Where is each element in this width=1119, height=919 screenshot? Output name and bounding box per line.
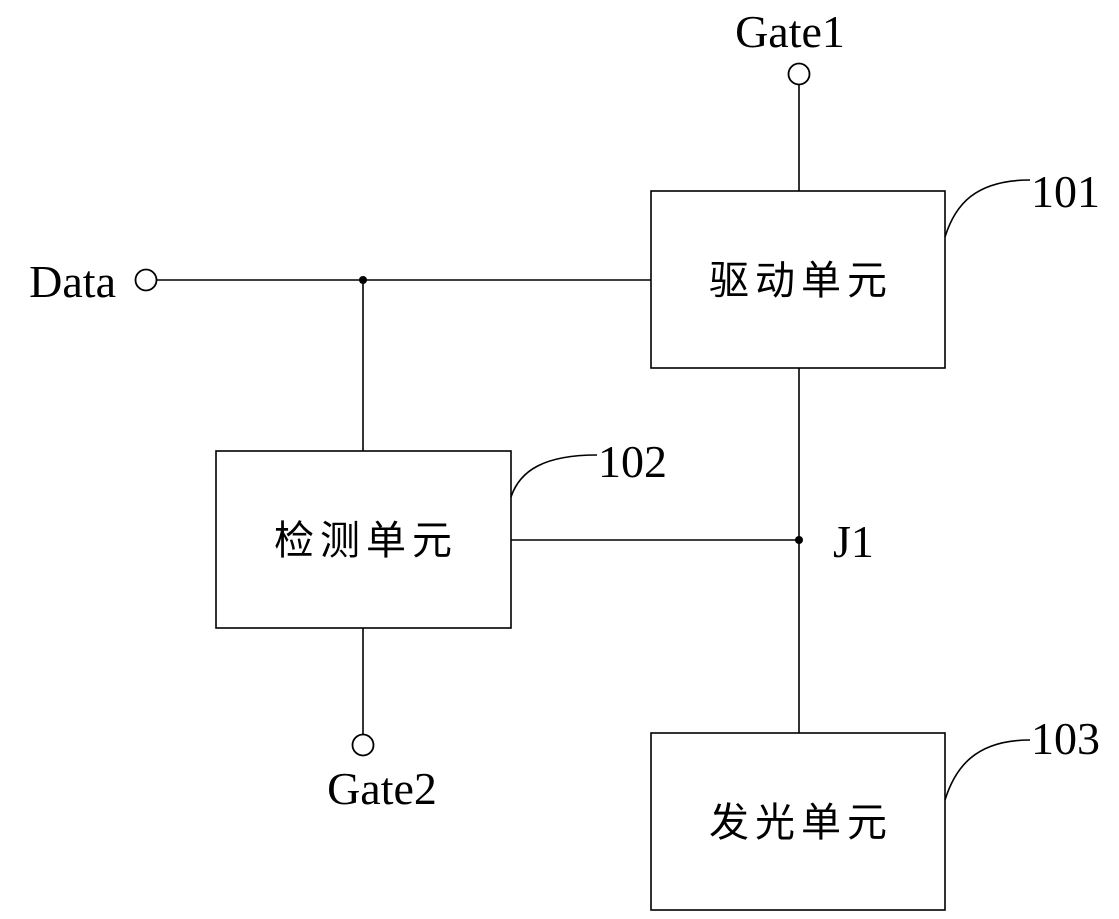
label-data: Data [29, 256, 116, 307]
detect-unit-label: 检测单元 [274, 518, 458, 564]
leader-101 [945, 180, 1030, 237]
junction-data-branch [359, 276, 367, 284]
ref-102: 102 [598, 436, 667, 487]
junction-j1 [795, 536, 803, 544]
label-gate1: Gate1 [735, 6, 845, 57]
terminal-gate1 [789, 64, 810, 85]
emit-unit-label: 发光单元 [709, 800, 893, 846]
label-gate2: Gate2 [327, 763, 437, 814]
terminal-data [136, 270, 157, 291]
ref-103: 103 [1031, 713, 1100, 764]
drive-unit-label: 驱动单元 [709, 258, 893, 304]
label-j1: J1 [833, 516, 874, 567]
leader-102 [511, 455, 597, 497]
ref-101: 101 [1031, 166, 1100, 217]
leader-103 [945, 740, 1030, 800]
terminal-gate2 [353, 735, 374, 756]
